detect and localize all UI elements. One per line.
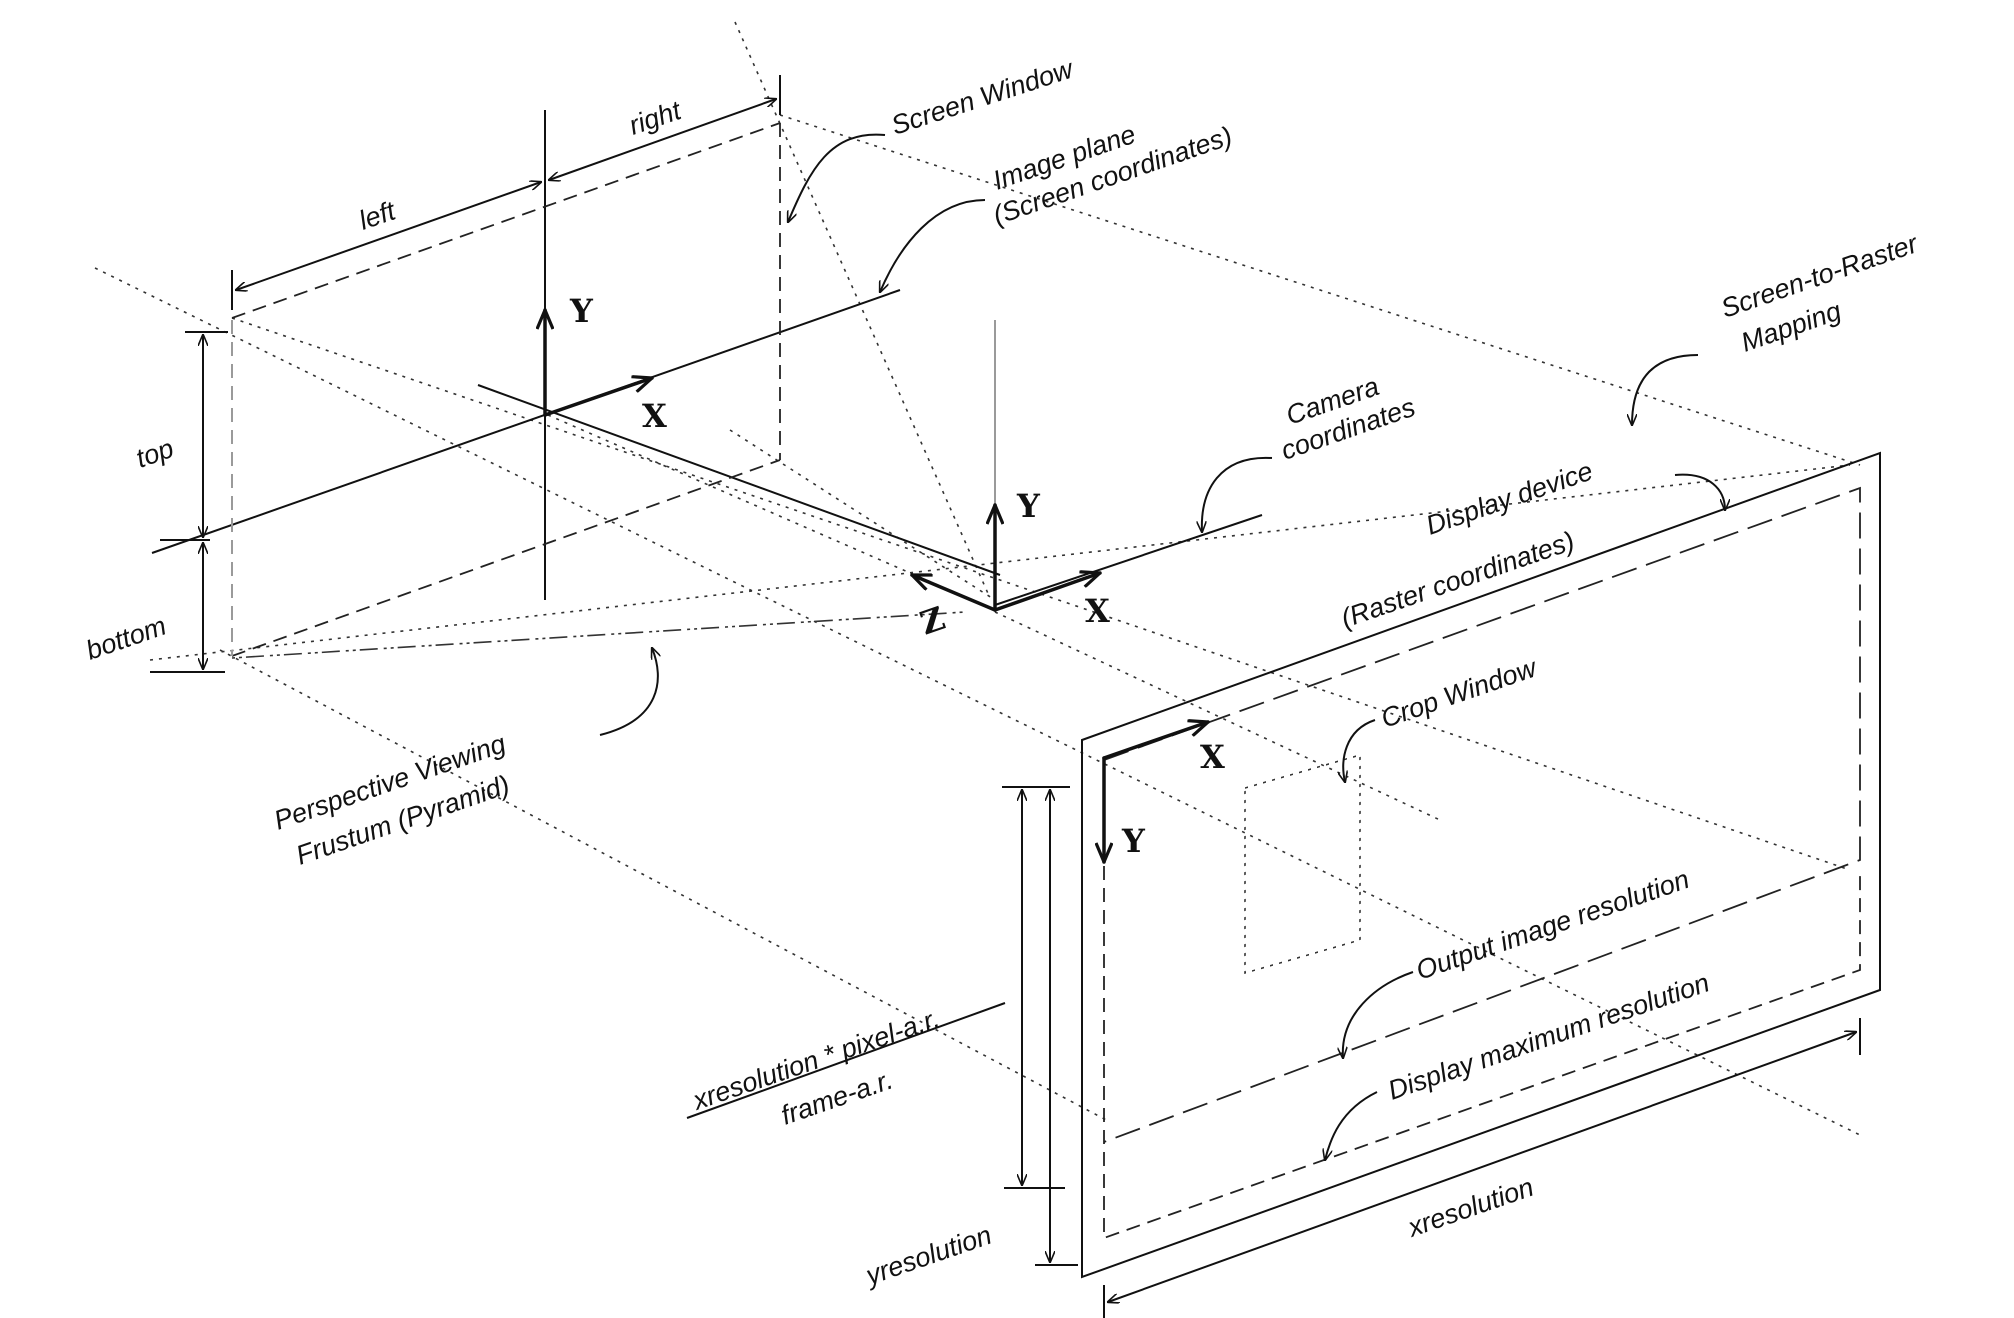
- display-maximum-resolution-label: Display maximum resolution: [1384, 967, 1713, 1105]
- raster-x-axis-label: X: [1200, 738, 1225, 776]
- crop-window-rect: [1244, 753, 1361, 975]
- output-image-resolution-label: Output image resolution: [1412, 864, 1693, 986]
- screen-axes: [545, 308, 654, 417]
- display-device-label: Display device: [1422, 456, 1596, 541]
- camera-z-axis-label: Z: [915, 599, 949, 643]
- axis-labels: Y X Y X Z X Y: [569, 292, 1225, 860]
- dimension-lines: [150, 75, 781, 673]
- display-maximum-outline: [1103, 800, 1861, 1240]
- camera-axes: [910, 320, 1102, 612]
- crop-window-label: Crop Window: [1377, 652, 1541, 734]
- resolution-dimensions: [686, 786, 1861, 1318]
- screen-x-axis-label: X: [642, 397, 667, 435]
- fraction-bar: [686, 1002, 1006, 1119]
- screen-y-axis-label: Y: [569, 292, 594, 330]
- leader-lines: [599, 133, 1725, 1160]
- screen-window-label: Screen Window: [888, 53, 1078, 140]
- top-label: top: [132, 433, 177, 474]
- image-plane-edge: [994, 514, 1263, 606]
- raster-coordinates-label: (Raster coordinates): [1337, 526, 1578, 634]
- camera-x-axis-label: X: [1085, 592, 1110, 630]
- bottom-label: bottom: [82, 610, 170, 665]
- left-label: left: [355, 195, 400, 236]
- xresolution-label: xresolution: [1402, 1172, 1537, 1244]
- camera-y-axis-label: Y: [1016, 487, 1041, 525]
- raster-axes: [1104, 722, 1210, 864]
- raster-y-axis-label: Y: [1121, 822, 1146, 860]
- display-raster-outline: [1103, 486, 1861, 1143]
- display-panel: [1081, 451, 1881, 1279]
- yresolution-label: yresolution: [860, 1220, 995, 1292]
- projection-lines: [94, 21, 1861, 1136]
- labels: Screen Window right left Image plane (Sc…: [82, 53, 1922, 1291]
